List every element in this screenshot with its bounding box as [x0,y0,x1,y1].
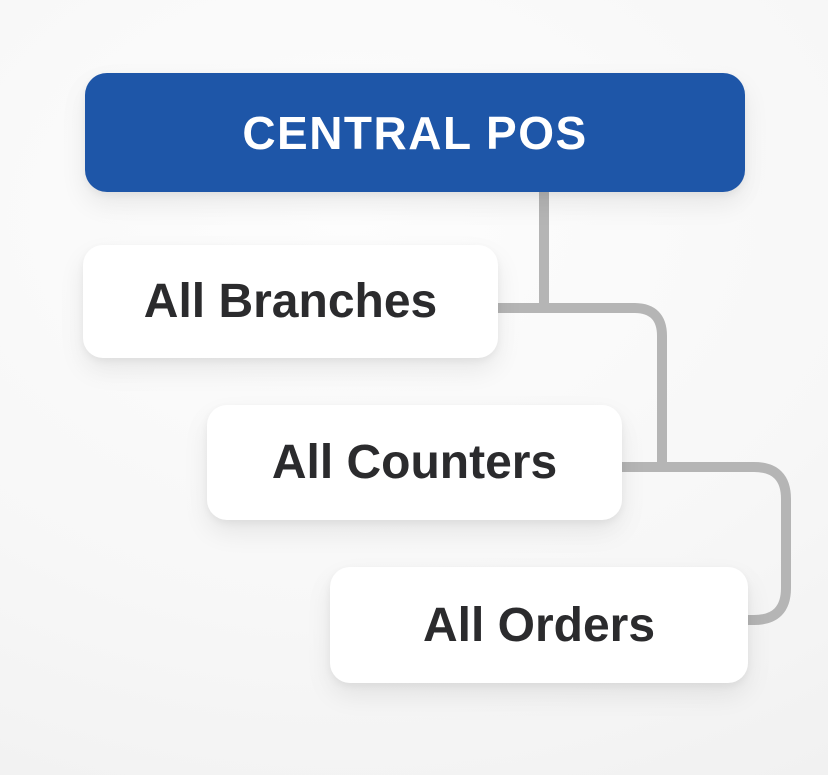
connector-counters-to-orders [616,462,791,625]
node-all-counters: All Counters [207,405,622,520]
node-all-branches: All Branches [83,245,498,358]
node-all-orders-label: All Orders [422,598,656,652]
node-all-orders: All Orders [330,567,748,683]
node-all-counters-label: All Counters [271,436,558,489]
node-central-pos: CENTRAL POS [85,73,745,192]
connector-branches-to-counters-level [494,303,667,472]
node-central-pos-label: CENTRAL POS [242,106,588,159]
node-all-branches-label: All Branches [143,275,438,328]
